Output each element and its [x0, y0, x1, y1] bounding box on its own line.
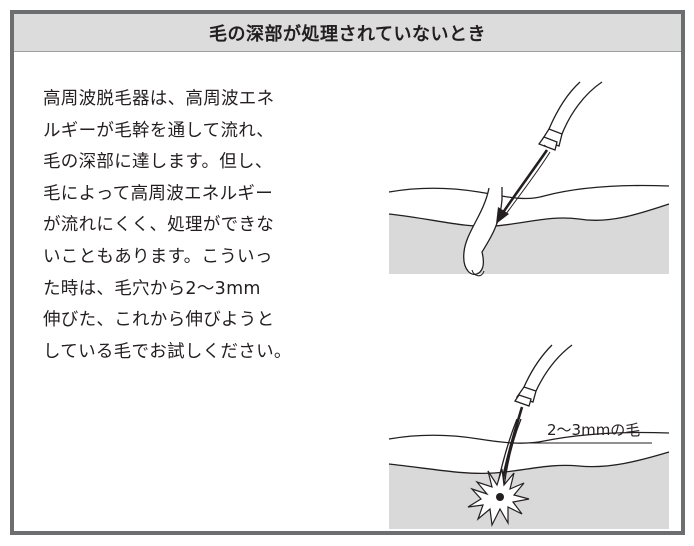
- probe: [537, 81, 603, 151]
- body-line: いこともあります。こういっ: [43, 246, 273, 267]
- current-arrow: [496, 149, 551, 224]
- hair-length-label: 2〜3mmの毛: [547, 421, 640, 439]
- body-line: た時は、毛穴から2〜3mm: [43, 278, 261, 299]
- body-line: が流れにくく、処理ができな: [43, 215, 275, 236]
- body-line: 高周波脱毛器は、高周波エネ: [43, 89, 275, 109]
- short-hair-illustration: 2〜3mmの毛: [388, 344, 670, 529]
- skin-cross-section: [388, 184, 670, 274]
- hair-follicle: [463, 187, 503, 277]
- hair-length-callout: 2〜3mmの毛: [508, 421, 652, 444]
- body-line: 毛の深部に達します。但し、: [43, 152, 273, 173]
- section-header: 毛の深部が処理されていないとき: [14, 14, 681, 52]
- body-paragraph: 高周波脱毛器は、高周波エネ ルギーが毛幹を通して流れ、 毛の深部に達します。但し…: [43, 84, 343, 368]
- body-line: 毛によって高周波エネルギー: [43, 183, 273, 204]
- skin-cross-section: [388, 431, 670, 529]
- spark-burst: [467, 468, 530, 528]
- deep-hair-illustration: [388, 81, 670, 277]
- body-line: ルギーが毛幹を通して流れ、: [43, 120, 275, 141]
- probe: [513, 344, 573, 407]
- section-title: 毛の深部が処理されていないとき: [209, 23, 486, 45]
- body-line: 伸びた、これから伸びようと: [43, 310, 275, 331]
- body-line: している毛でお試しください。: [43, 341, 292, 362]
- info-box: 毛の深部が処理されていないとき 高周波脱毛器は、高周波エネ ルギーが毛幹を通して…: [10, 10, 685, 535]
